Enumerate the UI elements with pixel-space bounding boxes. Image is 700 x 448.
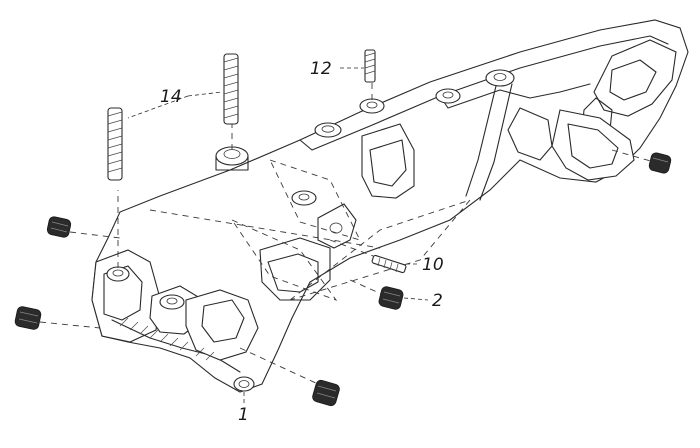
pin-10 — [371, 254, 407, 274]
stud-14-right — [223, 53, 239, 125]
assembly-plane — [230, 159, 472, 301]
flange-hatching — [119, 317, 215, 361]
mounting-bosses — [106, 69, 515, 310]
bracket-housing — [91, 19, 689, 393]
plug-left — [14, 306, 42, 330]
callout-1: 1 — [238, 405, 249, 425]
stud-12 — [364, 49, 376, 83]
plug-bottom — [312, 379, 340, 407]
callout-leaders — [127, 67, 429, 404]
stud-14-left — [107, 107, 123, 181]
callout-2: 2 — [432, 291, 443, 311]
callout-12: 12 — [310, 59, 332, 79]
callout-14: 14 — [160, 87, 182, 107]
plug-upper-left — [46, 216, 72, 238]
plug-right — [648, 152, 672, 174]
plug-2 — [378, 286, 404, 310]
callout-10: 10 — [422, 255, 444, 275]
